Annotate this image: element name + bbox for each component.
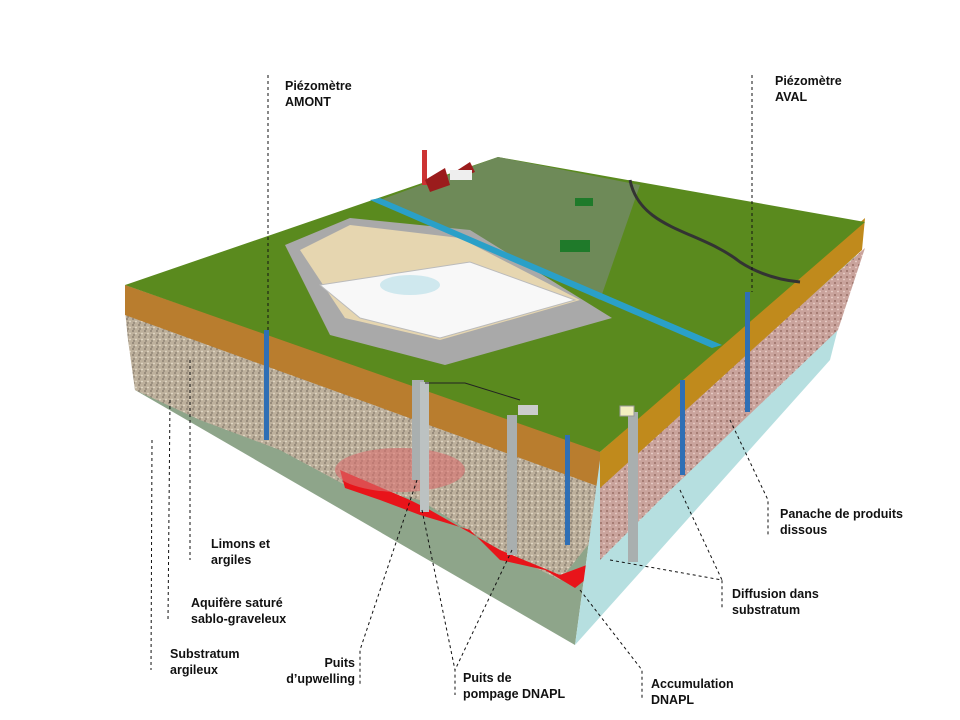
label-aquifere: Aquifère saturé sablo-graveleux [191,595,286,627]
upwelling-well [420,382,429,512]
road [628,179,801,284]
pond [380,275,440,295]
dissolved-plume-zone [335,448,465,492]
label-puits-pompage: Puits de pompage DNAPL [463,670,565,702]
label-diffusion: Diffusion dans substratum [732,586,819,618]
factory-buildings [422,150,475,192]
green-field [575,198,593,206]
label-accumulation-dnapl: Accumulation DNAPL [651,676,734,708]
treatment-unit [518,405,538,415]
dnapl-pumping-well [628,412,638,562]
label-line: Piézomètre [285,79,352,93]
piezometer-aval [745,292,750,412]
label-line: Puits de [463,671,512,685]
piezometer [680,380,685,475]
label-line: Aquifère saturé [191,596,283,610]
label-line: sablo-graveleux [191,612,287,626]
leader-lines [150,75,769,700]
label-piezometre-aval: Piézomètre AVAL [775,73,842,105]
label-line: AMONT [285,95,331,109]
label-line: AVAL [775,90,808,104]
pipe [425,382,521,401]
canal [370,198,722,348]
piezometer-amont [264,330,269,440]
label-substratum: Substratum argileux [170,646,239,678]
label-line: Accumulation [651,677,734,691]
topsoil-layer-side [600,218,865,488]
label-line: Piézomètre [775,74,842,88]
label-line: Limons et [211,537,271,551]
label-line: dissous [780,523,828,537]
label-line: d’upwelling [286,672,355,686]
aquifer-layer-front [125,310,600,580]
dnapl-pumping-well [507,415,517,555]
industrial-zone [380,157,640,300]
green-field [560,240,590,252]
label-line: Substratum [170,647,240,661]
treatment-unit [619,405,635,417]
label-panache: Panache de produits dissous [780,506,903,538]
topsoil-layer-front [125,285,600,487]
label-line: argiles [211,553,252,567]
label-line: substratum [732,603,801,617]
label-line: DNAPL [651,693,695,707]
label-line: argileux [170,663,218,677]
label-line: Panache de produits [780,507,903,521]
label-piezometre-amont: Piézomètre AMONT [285,78,352,110]
label-puits-upwelling: Puits d’upwelling [265,655,355,687]
aquifer-layer-side [600,248,865,560]
label-line: Puits [324,656,355,670]
label-line: Diffusion dans [732,587,819,601]
piezometer [565,435,570,545]
label-line: pompage DNAPL [463,687,566,701]
label-limons-argiles: Limons et argiles [211,536,270,568]
